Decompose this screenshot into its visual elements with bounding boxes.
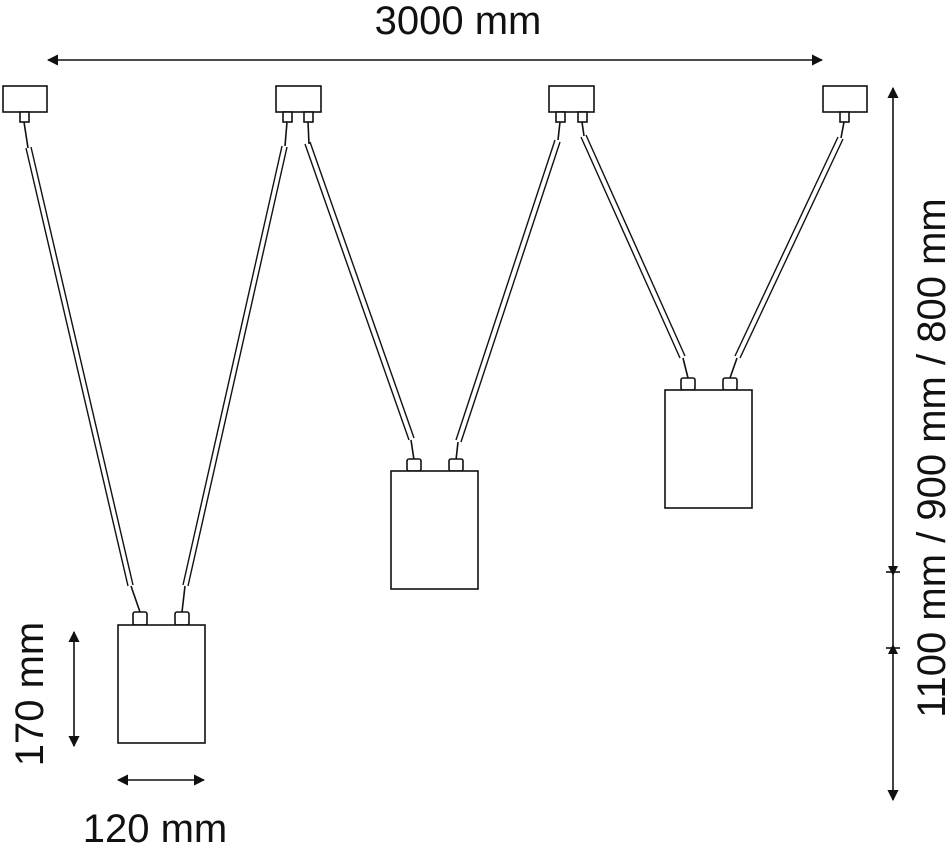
cable-6 [729,121,845,379]
shade-height-label: 170 mm [8,622,52,767]
ceiling-canopy-3 [548,85,595,123]
cable-4 [455,121,561,461]
pendant-shade-2 [390,458,479,590]
ceiling-canopy-2 [275,85,322,123]
shade-width-label: 120 mm [83,807,228,847]
shade-width-dimension: 120 mm [83,774,228,847]
ceiling-canopy-1 [2,85,48,123]
ceiling-canopy-4 [822,85,868,123]
cable-2 [181,121,288,613]
total-width-label: 3000 mm [375,0,542,43]
pendant-shade-3 [664,377,753,509]
cable-1 [23,121,141,613]
height-options-label: 1100 mm / 900 mm / 800 mm [910,198,950,717]
pendant-shade-1 [117,611,206,744]
total-width-dimension: 3000 mm [46,0,824,66]
height-dimension: 1100 mm / 900 mm / 800 mm [886,86,950,802]
cable-3 [304,121,415,461]
cable-5 [580,121,689,379]
shade-height-dimension: 170 mm [8,622,80,767]
